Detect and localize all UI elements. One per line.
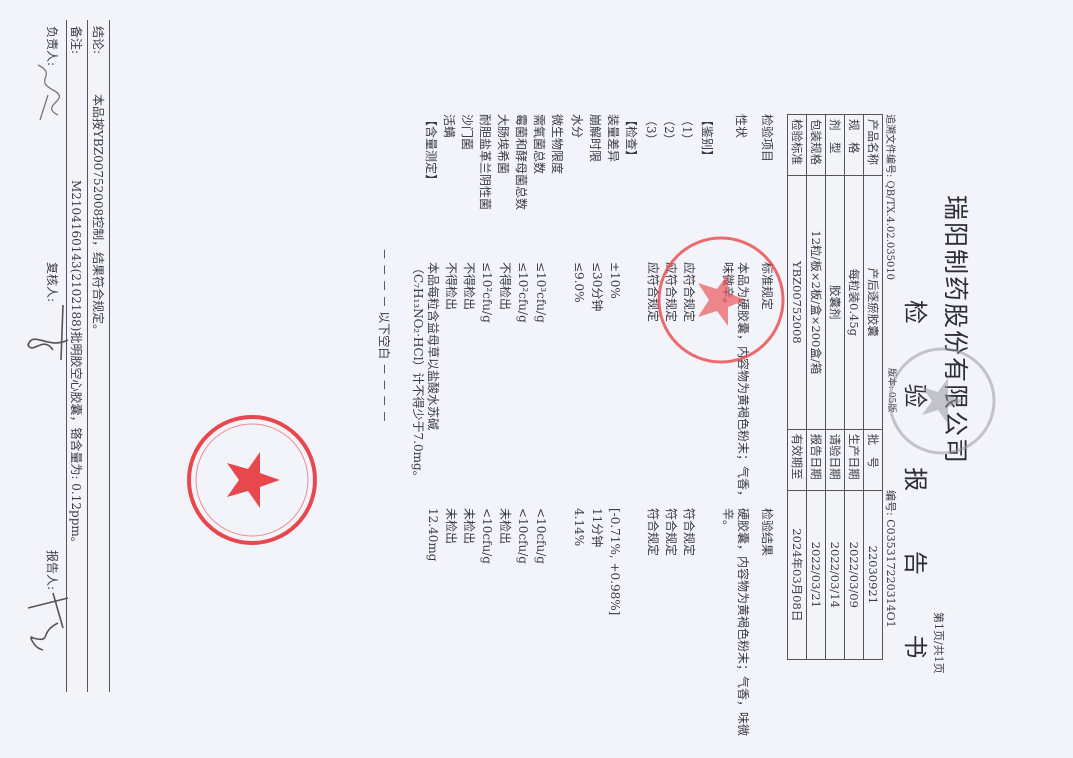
info-label: 生产日期 <box>844 429 864 491</box>
info-value: YBZ00752008 <box>787 175 807 430</box>
test-item-name: 【鉴别】 <box>700 114 714 163</box>
test-item-name: 大肠埃希菌 <box>496 114 510 175</box>
header-result: 检验结果 <box>760 508 774 557</box>
test-item-result: <10cfu/g <box>534 508 548 564</box>
test-item-name: 装量差异 <box>606 114 620 163</box>
test-item-standard: ≤10²cfu/g <box>516 262 530 323</box>
test-item-name: （1） <box>680 114 694 146</box>
test-item-name: 沙门菌 <box>460 114 474 151</box>
test-item-standard: ≤10²cfu/g <box>480 262 494 323</box>
test-item-standard: 不得检出 <box>462 262 476 311</box>
info-value: 胶囊剂 <box>825 175 845 430</box>
reviewer-signature <box>27 304 69 361</box>
reporter-signature <box>27 592 69 651</box>
test-item-result: <10cfu/g <box>516 508 530 564</box>
info-value: 2022/03/09 <box>844 490 864 660</box>
qc-seal-stamp <box>187 415 317 545</box>
info-label: 产品名称 <box>863 114 883 176</box>
info-label: 请验日期 <box>825 429 845 491</box>
test-item-name: （3） <box>644 114 658 146</box>
test-item-name: （2） <box>662 114 676 146</box>
conclusion-label: 结论: <box>91 26 105 55</box>
info-label: 检验标准 <box>787 114 807 176</box>
test-item-standard: ±10% <box>608 262 622 299</box>
conclusion-text: 本品按YBZ00752008控制，结果符合规定。 <box>91 94 105 337</box>
remark-label: 备注: <box>69 26 83 55</box>
test-item-standard: ≤10³cfu/g <box>534 262 548 323</box>
info-value: 2022/03/21 <box>806 490 826 660</box>
info-label: 有效期至 <box>787 429 807 491</box>
test-item-name: 崩解时限 <box>588 114 602 163</box>
test-item-result: 未检出 <box>498 508 512 545</box>
test-item-name: 【检查】 <box>624 114 638 163</box>
trace-number: 追溯文件编号: QB/TX.4.02.035010 <box>884 114 895 281</box>
test-item-result: 未检出 <box>444 508 458 545</box>
test-item-result: 11分钟 <box>590 508 604 548</box>
page-indicator: 第1页/共1页 <box>932 612 945 674</box>
test-item-name: 【含量测定】 <box>424 114 438 187</box>
header-item: 检验项目 <box>760 114 774 163</box>
test-item-result: 未检出 <box>462 508 476 545</box>
info-label: 包装规格 <box>806 114 826 176</box>
test-item-name: 微生物限度 <box>550 114 564 175</box>
info-value: 产后逐瘀胶囊 <box>863 175 883 430</box>
test-item-name: 耐胆盐革兰阴性菌 <box>478 114 492 211</box>
report-number: 编号: C035317220314O1 <box>884 490 897 628</box>
info-value: 12粒/板×2板/盒×200盒/箱 <box>806 175 826 430</box>
test-item-standard: 不得检出 <box>444 262 458 311</box>
test-item-result: 符合规定 <box>664 508 678 557</box>
test-item-result: 硬胶囊，内容物为黄褐色粉末；气香，味微辛。 <box>721 508 750 737</box>
info-label: 规 格 <box>844 114 864 176</box>
test-item-result: <10cfu/g <box>480 508 494 564</box>
test-item-standard: ≤9.0% <box>572 262 586 303</box>
test-item-result: 符合规定 <box>646 508 660 557</box>
red-inspection-stamp <box>657 236 785 364</box>
test-item-name: 性状 <box>734 114 748 139</box>
gray-seal-stamp <box>888 347 996 455</box>
info-label: 批 号 <box>863 429 883 491</box>
test-item-name: 霉菌和酵母菌总数 <box>514 114 528 211</box>
test-item-standard: 不得检出 <box>498 262 512 311</box>
responsible-signature <box>37 64 61 121</box>
test-item-name: 水分 <box>570 114 584 139</box>
test-item-result: 符合规定 <box>682 508 696 557</box>
test-item-standard: ≤30分钟 <box>590 262 604 312</box>
blank-below-note: － － － － 以下空白 － － － － <box>377 248 391 423</box>
reviewer-label: 复核人: <box>45 262 59 303</box>
divider <box>109 20 110 692</box>
info-value: 2022/03/14 <box>825 490 845 660</box>
test-item-result: 4.14% <box>572 508 586 547</box>
info-label: 剂 型 <box>825 114 845 176</box>
reporter-label: 报告人: <box>45 550 59 591</box>
info-value: 2024年03月08日 <box>787 490 807 660</box>
test-item-name: 活螨 <box>442 114 456 139</box>
test-item-result: [-0.71%, +0.98%] <box>608 508 622 616</box>
test-item-name: 需氧菌总数 <box>532 114 546 175</box>
divider <box>87 20 88 692</box>
info-value: 每粒装0.45g <box>844 175 864 430</box>
info-value: 22030921 <box>863 490 883 660</box>
test-item-result: 12.40mg <box>426 508 440 562</box>
info-label: 报告日期 <box>806 429 826 491</box>
test-item-standard: 本品每粒含益母草以盐酸水苏碱（C₇H₁₃NO₂·HCl）计不得少于7.0mg。 <box>411 262 440 483</box>
